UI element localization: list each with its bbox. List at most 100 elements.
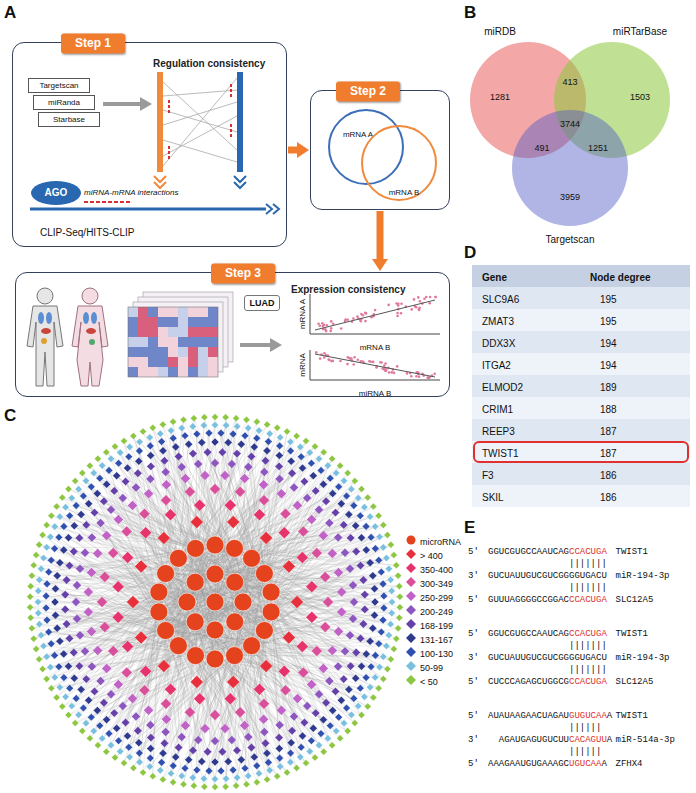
gene-diamond (82, 521, 90, 529)
gene-diamond (244, 463, 253, 472)
gene-diamond (93, 490, 101, 498)
gene-diamond (180, 416, 187, 423)
gene-diamond (201, 783, 208, 790)
gene-diamond (233, 415, 240, 422)
gene-diamond (122, 552, 134, 564)
network-link (30, 592, 159, 607)
gene-diamond (312, 754, 319, 761)
gene-diamond (47, 640, 55, 648)
gene-diamond (227, 460, 236, 469)
gene-diamond (288, 727, 296, 735)
network-link (106, 612, 159, 752)
art-rect (472, 463, 690, 485)
gene-diamond (39, 531, 46, 538)
gene-diamond (274, 424, 281, 431)
gene-diamond (307, 680, 317, 690)
gene-diamond (334, 567, 344, 577)
gene-diamond (112, 581, 124, 593)
gene-diamond (312, 443, 319, 450)
gene-diamond (96, 519, 105, 528)
gene-diamond (247, 452, 255, 460)
network-link (166, 422, 257, 631)
network-link (178, 646, 246, 785)
gene-diamond (189, 746, 197, 754)
network-link (166, 535, 388, 631)
gene-diamond (181, 765, 189, 773)
gene-diamond (107, 690, 116, 699)
gene-diamond (96, 722, 104, 730)
network-link (166, 498, 368, 574)
gene-diamond (48, 685, 55, 692)
gene-diamond (241, 432, 249, 440)
gene-diamond (161, 728, 170, 737)
gene-diamond (60, 546, 68, 554)
art-rect (157, 72, 163, 172)
gene-diamond (135, 560, 148, 573)
art-rect (472, 441, 690, 463)
gene-diamond (387, 576, 394, 583)
gene-diamond (344, 727, 351, 734)
gene-diamond (337, 500, 345, 508)
gene-diamond (180, 474, 190, 484)
gene-diamond (223, 422, 230, 429)
gene-diamond (284, 428, 291, 435)
gene-diamond (112, 443, 119, 450)
network-link (215, 574, 387, 669)
gene-diamond (235, 486, 246, 497)
network-link (178, 418, 236, 558)
gene-diamond (357, 512, 365, 520)
gene-diamond (160, 457, 168, 465)
gene-diamond (340, 521, 348, 529)
gene-diamond (282, 560, 295, 573)
gene-diamond (259, 495, 270, 506)
gene-diamond (43, 675, 50, 682)
gene-diamond (340, 477, 347, 484)
gene-diamond (241, 765, 249, 773)
gene-diamond (205, 429, 213, 437)
art-rect (472, 375, 690, 397)
body-figures (27, 288, 108, 386)
network-link (264, 498, 358, 574)
gene-diamond (355, 494, 362, 501)
gene-diamond (298, 526, 309, 537)
network-link (62, 622, 235, 707)
gene-diamond (90, 469, 97, 476)
gene-diamond (287, 759, 294, 766)
gene-diamond (308, 459, 316, 467)
gene-diamond (372, 545, 380, 553)
gene-diamond (379, 580, 387, 588)
gene-diamond (81, 647, 90, 656)
gene-diamond (260, 531, 273, 544)
gene-diamond (345, 686, 353, 694)
gene-diamond (59, 494, 66, 501)
gene-diamond (253, 418, 260, 425)
gene-diamond (76, 631, 85, 640)
gene-diamond (361, 693, 368, 700)
gene-diamond (105, 730, 113, 738)
gene-diamond (331, 687, 339, 695)
gene-diamond (70, 648, 78, 656)
gene-diamond (99, 735, 106, 742)
gene-diamond (62, 620, 70, 628)
network-link (57, 507, 159, 612)
gene-diamond (40, 642, 47, 649)
network-link (39, 545, 159, 592)
network-link (34, 565, 179, 645)
gene-diamond (28, 572, 35, 579)
gene-diamond (359, 576, 367, 584)
gene-diamond (329, 742, 336, 749)
gene-diamond (94, 742, 101, 749)
gene-diamond (185, 440, 193, 448)
gene-diamond (149, 424, 156, 431)
network-link (143, 432, 215, 602)
network-link (133, 436, 187, 602)
gene-diamond (212, 784, 219, 791)
gene-diamond (146, 474, 155, 483)
gene-diamond (140, 428, 147, 435)
network-link (36, 574, 166, 650)
art-rect (237, 72, 243, 172)
gene-diamond (317, 467, 325, 475)
gene-diamond (303, 437, 310, 444)
gene-diamond (43, 522, 50, 529)
gene-diamond (315, 505, 324, 514)
